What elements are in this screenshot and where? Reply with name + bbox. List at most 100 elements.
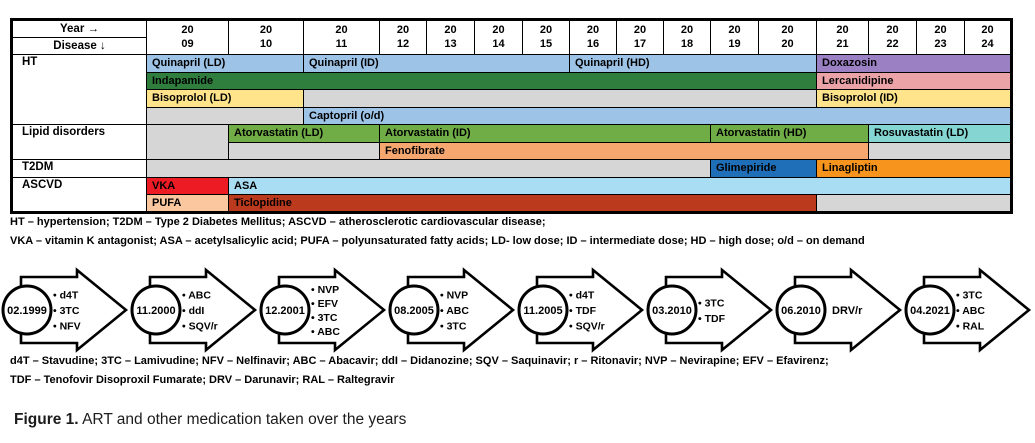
empty-bar (228, 141, 380, 160)
year-header-label: Year → (11, 19, 147, 38)
empty-bar (816, 194, 1012, 213)
disease-group-label: HT (11, 54, 147, 125)
med-bar: Quinapril (LD) (146, 54, 304, 73)
date-circle-icon (130, 284, 182, 336)
med-bar: Quinapril (ID) (303, 54, 570, 73)
disease-header-label: Disease ↓ (11, 36, 147, 55)
med-bar: Bisoprolol (LD) (146, 89, 304, 108)
timeline-arrow-unit: 03.2010• 3TC• TDF (646, 267, 774, 353)
block-arrow-icon (922, 267, 1032, 353)
med-bar: Indapamide (146, 71, 817, 90)
arv-footnote-line1: d4T – Stavudine; 3TC – Lamivudine; NFV –… (10, 355, 829, 367)
arrow-med-item: • SQV/r (182, 321, 218, 333)
timeline-arrow-unit: 08.2005 • NVP • ABC • 3TC (388, 267, 516, 353)
arrow-med-item: • NFV (53, 321, 81, 333)
arrow-date: 08.2005 (394, 305, 434, 317)
disease-group-label: T2DM (11, 159, 147, 178)
block-arrow-icon (406, 267, 516, 353)
arrow-med-item: • ddI (182, 305, 204, 317)
table-footnote-line1: HT – hypertension; T2DM – Type 2 Diabete… (10, 216, 546, 228)
med-bar: Doxazosin (816, 54, 1012, 73)
art-timeline-arrows: 02.1999 • d4T • 3TC • NFV 11.2000 • ABC • ddI •… (1, 266, 1033, 354)
arv-footnote-line2: TDF – Tenofovir Disoproxil Fumarate; DRV… (10, 374, 395, 386)
arrow-date: 12.2001 (265, 305, 305, 317)
date-circle-icon (646, 284, 698, 336)
timeline-arrow-unit: 06.2010 DRV/r (775, 267, 903, 353)
timeline-arrow-unit: 12.2001• NVP• EFV• 3TC• ABC (259, 267, 387, 353)
timeline-arrow-unit: 02.1999• d4T• 3TC• NFV (1, 267, 129, 353)
arrow-med-item: • 3TC (311, 312, 338, 324)
med-bar: Rosuvastatin (LD) (868, 124, 1012, 143)
arrow-med-item: • 3TC (440, 321, 467, 333)
empty-bar (868, 141, 1012, 160)
arrow-date: 11.2005 (523, 305, 562, 317)
arrow-med-item: • 3TC (698, 297, 725, 309)
med-bar: Atorvastatin (LD) (228, 124, 380, 143)
date-circle-icon (1, 284, 53, 336)
arrow-med-item: • TDF (698, 313, 726, 325)
arrow-med-item: • 3TC (53, 305, 80, 317)
block-arrow-icon (277, 267, 387, 353)
arrow-med-item: • ABC (311, 326, 340, 338)
arrow-med-item: • ABC (440, 305, 469, 317)
arrow-date: 06.2010 (781, 305, 821, 317)
timeline-arrow-unit: 11.2000• ABC• ddI• SQV/r (130, 267, 258, 353)
date-circle-icon (904, 284, 956, 336)
med-bar: Glimepiride (710, 159, 817, 178)
med-bar: ASA (228, 176, 1012, 195)
arrow-med-item: DRV/r (832, 305, 863, 317)
arrow-med-item: • NVP (440, 290, 468, 302)
table-footnote: HT – hypertension; T2DM – Type 2 Diabete… (10, 213, 865, 251)
block-arrow-icon (148, 267, 258, 353)
block-arrow-icon (664, 267, 774, 353)
arrow-med-item: • TDF (569, 305, 597, 317)
arrow-med-item: • SQV/r (569, 321, 605, 333)
empty-bar (146, 106, 304, 125)
disease-group-label: ASCVD (11, 176, 147, 213)
arrow-med-item: • 3TC (956, 290, 983, 302)
table-footnote-line2: VKA – vitamin K antagonist; ASA – acetyl… (10, 235, 865, 247)
empty-bar (146, 159, 711, 178)
date-circle-icon (388, 284, 440, 336)
arrow-date: 04.2021 (910, 305, 950, 317)
figure-caption: Figure 1. ART and other medication taken… (14, 411, 406, 429)
arrow-med-item: • ABC (956, 305, 985, 317)
med-bar: Lercanidipine (816, 71, 1012, 90)
arrow-med-item: • d4T (569, 290, 595, 302)
med-bar: VKA (146, 176, 229, 195)
disease-group-label: Lipid disorders (11, 124, 147, 160)
arrow-date: 02.1999 (7, 305, 47, 317)
med-bar: Atorvastatin (HD) (710, 124, 869, 143)
date-circle-icon (259, 284, 311, 336)
block-arrow-icon (19, 267, 129, 353)
block-arrow-icon (793, 267, 903, 353)
med-bar: Bisoprolol (ID) (816, 89, 1012, 108)
med-bar: Linagliptin (816, 159, 1012, 178)
empty-bar (303, 89, 817, 108)
arrow-med-item: • RAL (956, 321, 985, 333)
arrow-med-item: • NVP (311, 284, 339, 296)
med-bar: Quinapril (HD) (569, 54, 817, 73)
figure-caption-text: ART and other medication taken over the … (82, 411, 407, 428)
arrow-date: 11.2000 (136, 305, 175, 317)
med-bar: Captopril (o/d) (303, 106, 1012, 125)
med-bar: Fenofibrate (379, 141, 869, 160)
med-bar: PUFA (146, 194, 229, 213)
empty-bar (146, 124, 229, 160)
